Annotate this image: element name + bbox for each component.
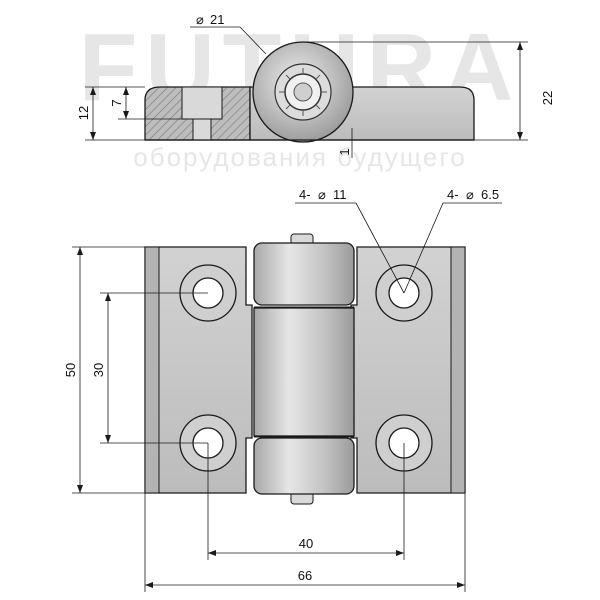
left-leaf-edge xyxy=(144,246,160,494)
dim-hole-spacing-horizontal: 40 xyxy=(299,536,313,551)
dim-holes-large-prefix: 4- xyxy=(299,187,311,202)
dim-height-base: 12 xyxy=(76,106,91,120)
dim-height-step: 7 xyxy=(109,99,124,106)
dim-holes-large-symbol: ⌀ xyxy=(318,187,326,202)
dim-bolt-diameter: 21 xyxy=(210,12,224,27)
dim-overall-width: 66 xyxy=(298,568,312,583)
side-dimensions xyxy=(85,26,528,158)
plan-view xyxy=(144,233,466,505)
counterbore xyxy=(181,86,223,120)
right-leaf-edge xyxy=(450,246,466,494)
barrel-lower xyxy=(253,437,355,495)
dim-gap: 1 xyxy=(337,148,352,155)
bore-through xyxy=(192,118,212,141)
dim-holes-small-symbol: ⌀ xyxy=(466,187,474,202)
dim-diameter-symbol: ⌀ xyxy=(196,12,204,27)
knuckle-pin-core xyxy=(293,82,313,102)
dim-holes-small-prefix: 4- xyxy=(447,187,459,202)
plan-dimension-arrows xyxy=(77,247,465,588)
dim-holes-large: 11 xyxy=(333,187,347,202)
barrel-upper xyxy=(253,242,355,306)
dim-overall-height: 50 xyxy=(63,363,78,377)
side-dimension-arrows xyxy=(90,42,523,140)
barrel-middle xyxy=(253,307,355,437)
dim-height-total: 22 xyxy=(540,91,555,105)
watermark-tagline: оборудования будущего xyxy=(133,142,466,172)
plan-dimensions xyxy=(72,202,502,592)
dim-hole-spacing-vertical: 30 xyxy=(91,363,106,377)
dim-holes-small: 6.5 xyxy=(481,187,499,202)
side-view xyxy=(144,41,475,143)
